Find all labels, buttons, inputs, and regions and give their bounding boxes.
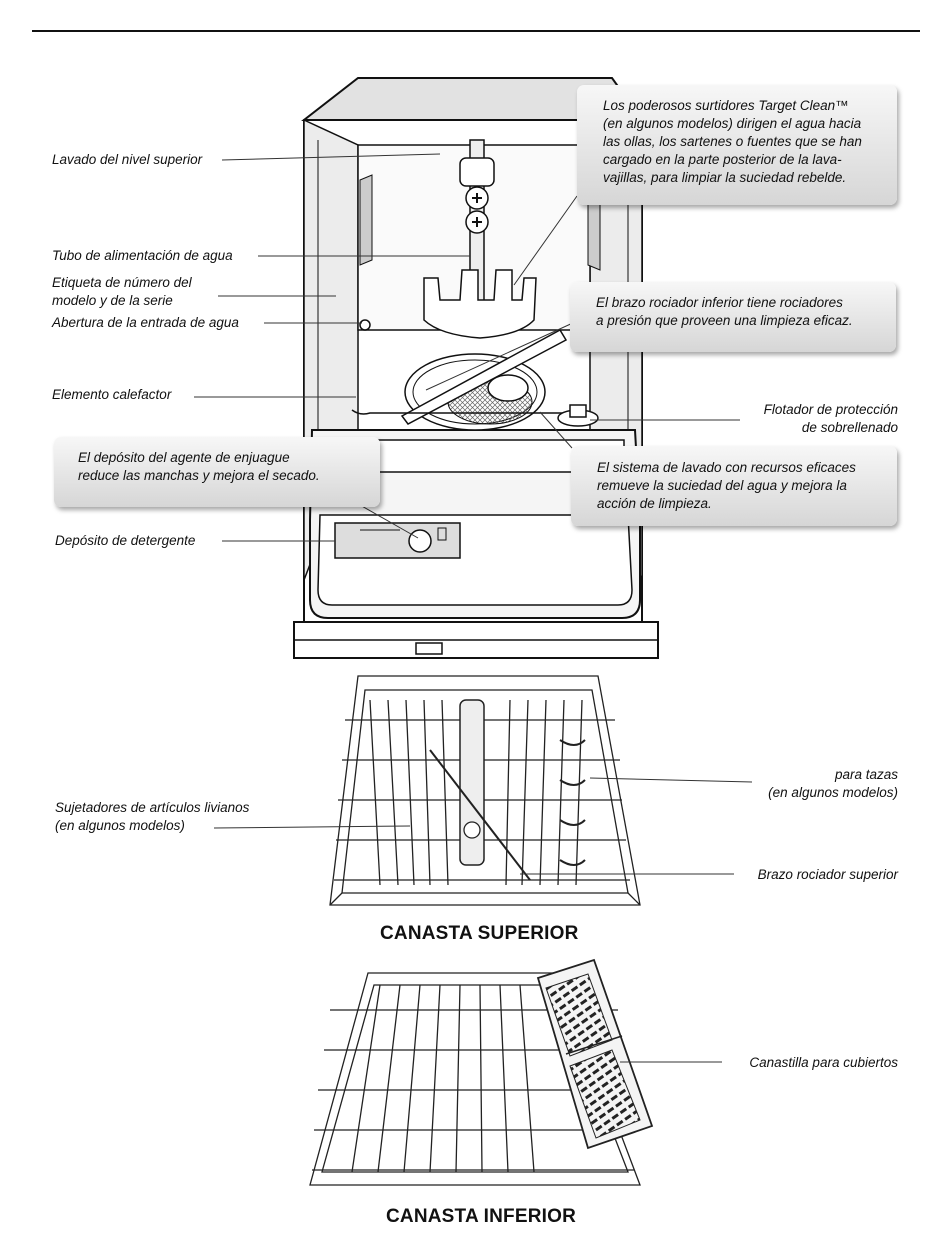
callout-brazo-inferior-line1: El brazo rociador inferior tiene rociado…: [596, 295, 843, 310]
label-lavado-nivel-superior: Lavado del nivel superior: [52, 152, 203, 167]
upper-rack: [329, 675, 641, 906]
callout-target-clean-line4: cargado en la parte posterior de la lava…: [603, 152, 842, 167]
label-tazas-line2: (en algunos modelos): [768, 785, 898, 800]
label-deposito-detergente: Depósito de detergente: [55, 533, 196, 548]
callout-target-clean: Los poderosos surtidores Target Clean™ (…: [577, 85, 897, 205]
callout-sistema-lavado-line1: El sistema de lavado con recursos eficac…: [597, 460, 856, 475]
label-elemento-calefactor: Elemento calefactor: [52, 387, 172, 402]
label-brazo-superior: Brazo rociador superior: [757, 867, 898, 882]
label-tubo-alimentacion: Tubo de alimentación de agua: [52, 248, 233, 263]
callout-target-clean-line1: Los poderosos surtidores Target Clean™: [603, 98, 849, 113]
callout-enjuague-line2: reduce las manchas y mejora el secado.: [78, 468, 320, 483]
callout-target-clean-line3: las ollas, los sartenes o fuentes que se…: [603, 134, 862, 149]
top-rule: [32, 30, 920, 32]
callout-brazo-inferior-line2: a presión que proveen una limpieza efica…: [596, 313, 853, 328]
label-canastilla: Canastilla para cubiertos: [749, 1055, 898, 1070]
callout-target-clean-line5: vajillas, para limpiar la suciedad rebel…: [603, 170, 847, 185]
label-abertura-entrada: Abertura de la entrada de agua: [52, 315, 239, 330]
callout-enjuague: El depósito del agente de enjuague reduc…: [54, 437, 380, 507]
label-etiqueta-line1: Etiqueta de número del: [52, 275, 192, 290]
label-flotador-line1: Flotador de protección: [763, 402, 898, 417]
label-flotador-line2: de sobrellenado: [801, 420, 898, 435]
callout-sistema-lavado-line3: acción de limpieza.: [597, 496, 712, 511]
callout-enjuague-line1: El depósito del agente de enjuague: [78, 450, 290, 465]
label-sujetadores-line1: Sujetadores de artículos livianos: [55, 800, 250, 815]
heading-canasta-superior: CANASTA SUPERIOR: [380, 923, 579, 944]
label-sujetadores-line2: (en algunos modelos): [55, 818, 185, 833]
callout-brazo-inferior: El brazo rociador inferior tiene rociado…: [570, 282, 896, 352]
lower-rack: [309, 958, 654, 1186]
callout-sistema-lavado-line2: remueve la suciedad del agua y mejora la: [597, 478, 847, 493]
leader-lines: [194, 153, 753, 1063]
label-tazas-line1: para tazas: [834, 767, 898, 782]
heading-canasta-inferior: CANASTA INFERIOR: [386, 1206, 577, 1227]
label-etiqueta-line2: modelo y de la serie: [52, 293, 173, 308]
callout-sistema-lavado: El sistema de lavado con recursos eficac…: [571, 446, 897, 526]
callout-target-clean-line2: (en algunos modelos) dirigen el agua hac…: [603, 116, 862, 131]
